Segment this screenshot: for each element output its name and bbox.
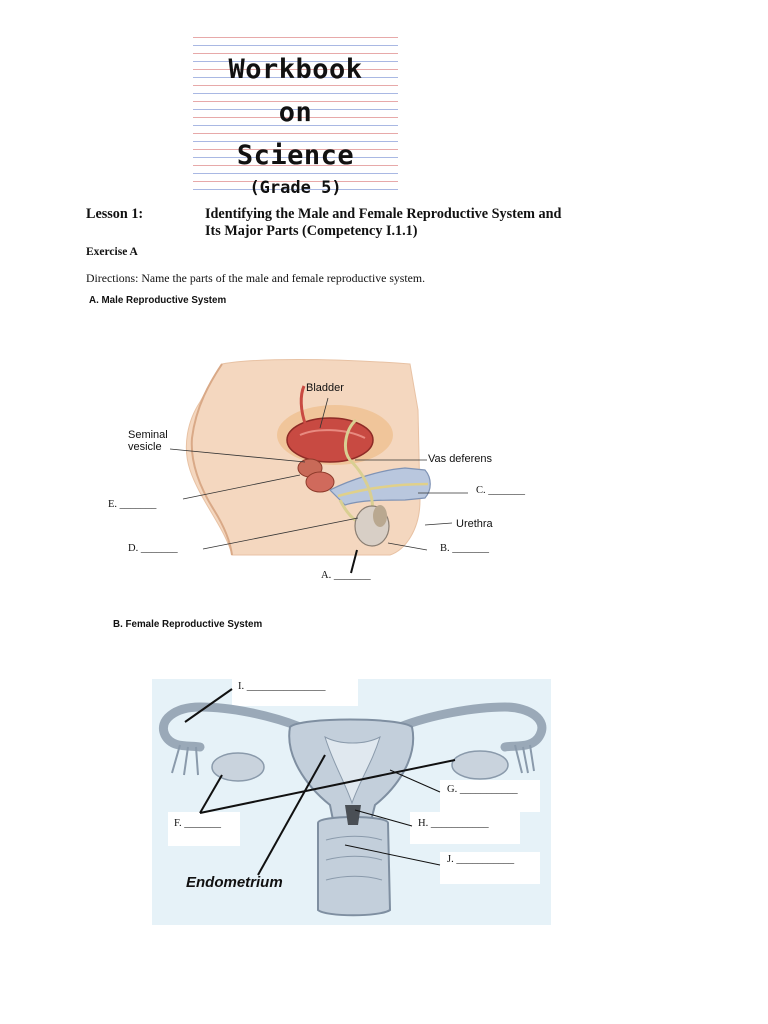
lesson-title: Identifying the Male and Female Reproduc…: [205, 206, 625, 240]
leader-e: [182, 474, 301, 500]
urethra-tube: [337, 482, 429, 498]
lesson-title-line-1: Identifying the Male and Female Reproduc…: [205, 206, 562, 222]
leader-f-1: [199, 774, 223, 814]
leader-d: [202, 517, 359, 550]
bladder-highlight: [299, 429, 366, 439]
label-seminal-line-1: Seminal: [128, 429, 168, 441]
leader-a: [350, 549, 358, 574]
left-fimbriae: [171, 744, 199, 776]
blank-a[interactable]: A. _______: [321, 570, 371, 581]
vaginal-folds: [325, 835, 383, 881]
label-bladder: Bladder: [306, 382, 344, 394]
leader-urethra: [424, 522, 453, 526]
workbook-title-banner: Workbook on Science (Grade 5): [193, 30, 398, 198]
blank-c[interactable]: C. _______: [476, 485, 526, 496]
label-urethra: Urethra: [456, 518, 493, 530]
bladder-organ: [286, 417, 374, 463]
blank-d[interactable]: D. _______: [128, 543, 178, 554]
banner-title-line-3: Science: [236, 140, 355, 171]
label-box-j: [440, 852, 540, 884]
male-reproductive-diagram: [169, 359, 468, 574]
blank-g[interactable]: G. ___________: [447, 784, 518, 795]
leader-j: [344, 844, 441, 866]
directions-text: Directions: Name the parts of the male a…: [86, 271, 426, 285]
male-section-heading: A. Male Reproductive System: [89, 295, 227, 306]
leader-bladder: [319, 397, 329, 429]
female-reproductive-diagram: [152, 678, 551, 925]
blank-b[interactable]: B. _______: [440, 543, 490, 554]
label-vas-deferens: Vas deferens: [428, 453, 493, 465]
leader-g: [389, 769, 441, 793]
leader-h: [354, 809, 413, 827]
blank-i[interactable]: I. _______________: [238, 681, 326, 692]
leader-endometrium: [257, 754, 326, 876]
leader-seminal-vesicle: [169, 448, 306, 463]
left-fallopian-tube: [158, 702, 305, 752]
blank-j[interactable]: J. ___________: [447, 854, 515, 865]
banner-title-line-1: Workbook: [228, 54, 363, 85]
leader-f-2: [199, 759, 456, 814]
right-ovary: [451, 750, 509, 780]
blank-h[interactable]: H. ___________: [418, 818, 489, 829]
female-section-heading: B. Female Reproductive System: [113, 619, 263, 630]
lesson-label: Lesson 1:: [86, 206, 144, 222]
blank-f[interactable]: F. _______: [174, 818, 221, 829]
right-fimbriae: [514, 744, 535, 774]
male-back-outline: [190, 363, 233, 556]
banner-grade: (Grade 5): [249, 178, 342, 198]
right-fallopian-tube: [395, 702, 547, 752]
label-box-f: [168, 812, 240, 846]
blank-e[interactable]: E. _______: [108, 499, 157, 510]
leader-b: [387, 542, 428, 551]
label-endometrium: Endometrium: [186, 874, 283, 891]
uterine-cavity: [324, 735, 381, 805]
cervix-opening: [345, 805, 361, 825]
prostate-organ: [305, 471, 335, 493]
label-box-h: [410, 812, 520, 844]
banner-title-line-2: on: [278, 97, 313, 128]
leader-i: [184, 688, 233, 723]
label-box-i: [232, 678, 358, 706]
vagina: [317, 816, 392, 917]
exercise-heading: Exercise A: [86, 246, 138, 258]
label-seminal-line-2: vesicle: [128, 441, 162, 453]
epididymis-organ: [373, 505, 387, 527]
lesson-title-line-2: Its Major Parts (Competency I.1.1): [205, 223, 418, 239]
left-ovary: [211, 752, 265, 782]
ureter: [299, 385, 308, 427]
label-box-g: [440, 780, 540, 812]
